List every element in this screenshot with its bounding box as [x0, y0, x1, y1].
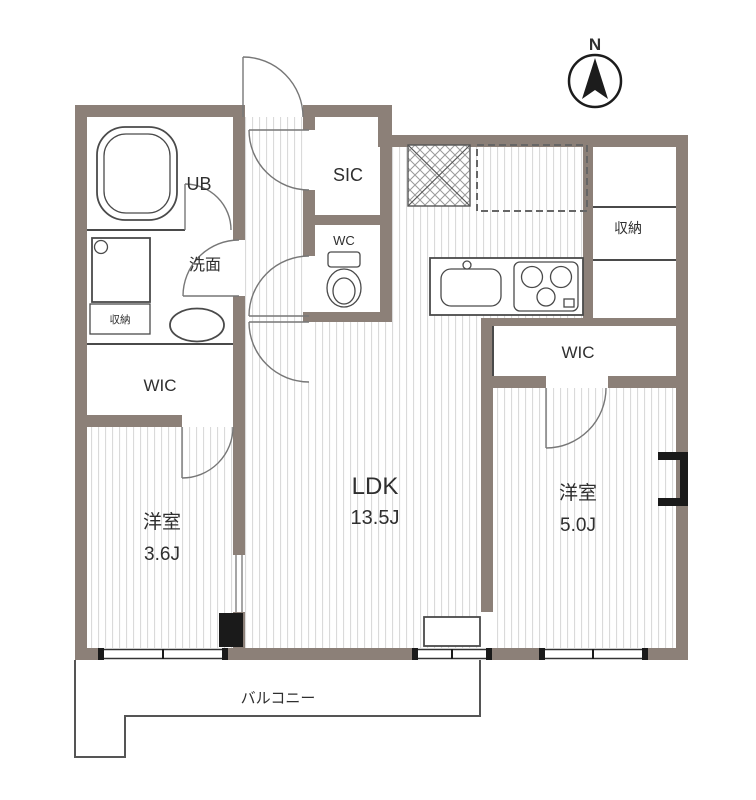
balcony-outline	[74, 660, 481, 758]
window-bedroom-right	[539, 648, 648, 660]
entrance-door	[242, 56, 304, 118]
wall-segment	[233, 105, 245, 240]
wall-segment	[390, 135, 688, 147]
wall-segment	[303, 117, 315, 130]
wall-segment	[75, 648, 98, 660]
sic-door	[248, 129, 310, 191]
windows	[98, 648, 648, 660]
storage-right-label: 収納	[614, 220, 642, 236]
wall-segment	[228, 648, 412, 660]
kitchen-counter	[429, 257, 584, 316]
wall-segment	[493, 376, 546, 388]
bedroom-right-floor	[493, 388, 676, 648]
wall-segment	[303, 190, 315, 256]
compass: N	[567, 35, 623, 109]
stove-icon	[513, 261, 579, 312]
wall-segment	[492, 648, 539, 660]
bathtub-icon	[96, 126, 178, 221]
ldk-floor-main	[303, 382, 481, 648]
doors	[181, 56, 607, 479]
ldk-floor-mid	[315, 322, 481, 382]
wic-right-label: WIC	[561, 343, 594, 362]
window-ldk-balcony	[412, 648, 492, 660]
wall-segment	[303, 105, 390, 117]
wc-door	[248, 255, 310, 317]
bedroom-right-label: 洋室	[559, 482, 597, 504]
wall-segment	[608, 376, 676, 388]
kitchen-sink-icon	[440, 268, 502, 307]
ldk-size-label: 13.5J	[351, 507, 400, 529]
wall-segment	[481, 318, 493, 612]
wall-segment	[481, 318, 688, 326]
wall-segment	[380, 117, 392, 322]
walls	[75, 105, 688, 660]
storage-small-box	[89, 303, 151, 335]
bedroom-left-closet-door	[181, 426, 234, 479]
wall-segment	[676, 135, 688, 660]
fixtures	[89, 126, 688, 647]
window-bedroom-left	[98, 648, 228, 660]
bedroom-right-size-label: 5.0J	[560, 515, 596, 536]
wall-segment	[75, 415, 182, 427]
partition-lines	[87, 206, 676, 612]
bedroom-left-floor	[87, 427, 233, 648]
room-labels: UB 洗面 収納 WIC SIC WC 収納 WIC LDK 13.5J 洋室 …	[110, 165, 643, 565]
toilet-icon	[326, 251, 362, 308]
refrigerator-space	[476, 144, 588, 212]
washbasin-icon	[169, 307, 225, 343]
sic-label: SIC	[333, 165, 363, 185]
sliding-door-leaf	[423, 616, 481, 647]
storage-small-label: 収納	[110, 313, 131, 326]
wall-segment	[75, 105, 240, 117]
wall-segment	[315, 215, 380, 225]
wall-segment	[75, 105, 87, 660]
balcony-label: バルコニー	[241, 690, 316, 707]
right-wall-recess	[658, 452, 688, 506]
bedroom-right-door	[545, 387, 607, 449]
pillar	[219, 613, 243, 647]
compass-needle-icon	[582, 58, 608, 99]
wic-left-label: WIC	[143, 376, 176, 395]
bedroom-left-label: 洋室	[143, 511, 181, 533]
washing-machine-icon	[91, 237, 151, 303]
washroom-label: 洗面	[189, 256, 221, 274]
faucet-icon	[462, 260, 472, 270]
pipe-space-box	[407, 144, 471, 207]
north-label: N	[589, 35, 601, 54]
washroom-door	[182, 239, 240, 297]
hallway-floor	[245, 117, 303, 648]
ldk-door	[248, 321, 310, 383]
unit-bath-label: UB	[186, 174, 211, 194]
wall-segment	[233, 296, 245, 555]
floor-areas	[87, 117, 676, 648]
balcony: バルコニー	[74, 660, 481, 758]
wall-segment	[583, 147, 593, 318]
ldk-label: LDK	[352, 473, 399, 500]
wall-segment	[648, 648, 676, 660]
unit-bath-door	[184, 183, 232, 231]
bedroom-left-size-label: 3.6J	[144, 544, 180, 565]
wc-label: WC	[333, 233, 355, 248]
wall-segment	[303, 312, 392, 322]
